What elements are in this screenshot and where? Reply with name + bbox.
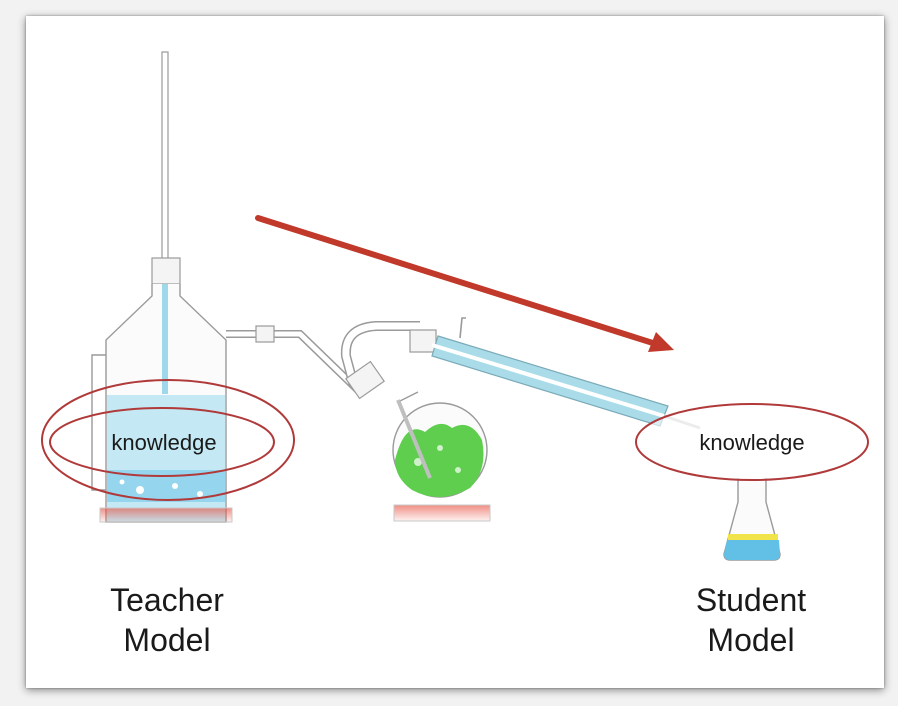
beaker [723,478,781,561]
round-flask [340,321,491,522]
student-knowledge-bubble: knowledge [635,403,869,481]
student-caption-line1: Student [695,582,807,618]
teacher-caption-line2: Model [123,622,211,658]
teacher-knowledge-label: knowledge [111,430,216,455]
teacher-knowledge-bubble: knowledge [41,379,295,501]
teacher-caption-line1: Teacher [110,582,224,618]
teacher-model-caption: Teacher Model [92,580,242,660]
connector-tube [226,325,365,397]
student-model-caption: Student Model [676,580,826,660]
student-caption-line2: Model [707,622,795,658]
student-knowledge-label: knowledge [699,430,804,455]
transfer-arrow-icon [255,215,674,352]
